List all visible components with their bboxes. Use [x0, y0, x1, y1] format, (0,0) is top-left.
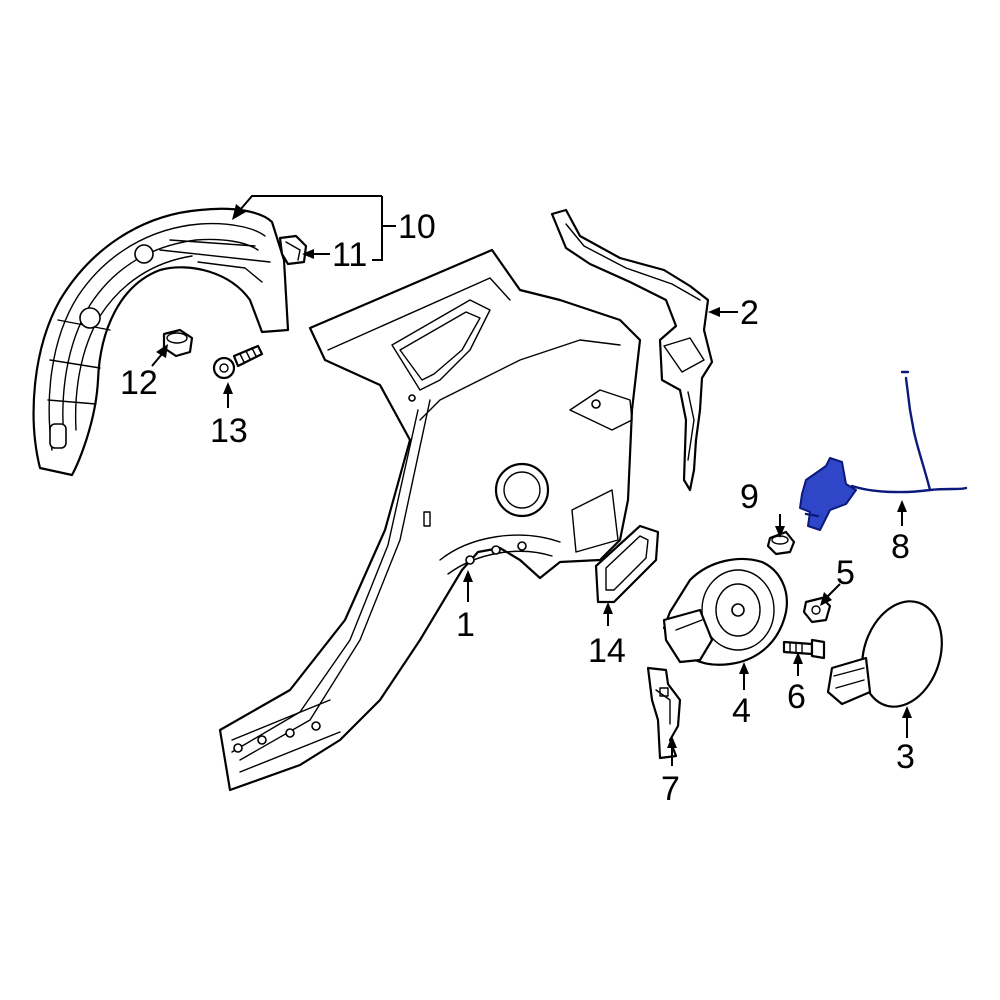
callout-12: 12	[120, 344, 168, 402]
callout-14: 14	[588, 602, 626, 670]
callout-label-12: 12	[120, 364, 158, 402]
callout-label-4: 4	[732, 692, 751, 730]
callout-label-13: 13	[210, 412, 248, 450]
gasket-part-14	[594, 524, 660, 604]
callout-6: 6	[787, 652, 806, 716]
callout-1: 1	[456, 570, 475, 644]
screw-part-13	[212, 344, 264, 380]
fuel-door-actuator-part-8	[799, 370, 968, 531]
wheelhouse-liner	[32, 207, 290, 477]
callout-label-14: 14	[588, 632, 626, 670]
callout-3: 3	[896, 706, 915, 776]
callout-label-2: 2	[740, 294, 759, 332]
callout-label-5: 5	[836, 554, 855, 592]
callout-label-8: 8	[891, 528, 910, 566]
bracket-part-2	[550, 208, 714, 492]
bolt-part-6	[782, 638, 826, 660]
bracket-part-7	[646, 666, 682, 760]
callout-label-11: 11	[332, 236, 367, 274]
callout-label-10: 10	[398, 208, 436, 246]
callout-7: 7	[661, 736, 680, 808]
callout-label-3: 3	[896, 738, 915, 776]
callout-label-9: 9	[740, 478, 759, 516]
quarter-panel	[218, 248, 642, 792]
callout-11: 11	[302, 236, 367, 274]
callout-2: 2	[708, 294, 759, 332]
filler-housing-part-4	[662, 557, 788, 666]
callout-13: 13	[210, 382, 248, 450]
callout-label-7: 7	[661, 770, 680, 808]
callout-8: 8	[891, 500, 910, 566]
nut-part-12	[162, 328, 194, 358]
callout-label-1: 1	[456, 606, 475, 644]
fuel-door-part-3	[826, 600, 943, 708]
callout-label-6: 6	[787, 678, 806, 716]
callout-4: 4	[732, 662, 751, 730]
callout-5: 5	[820, 554, 855, 606]
callout-9: 9	[740, 478, 785, 538]
callout-10: 10	[232, 195, 436, 261]
clip-part-11	[278, 234, 308, 266]
